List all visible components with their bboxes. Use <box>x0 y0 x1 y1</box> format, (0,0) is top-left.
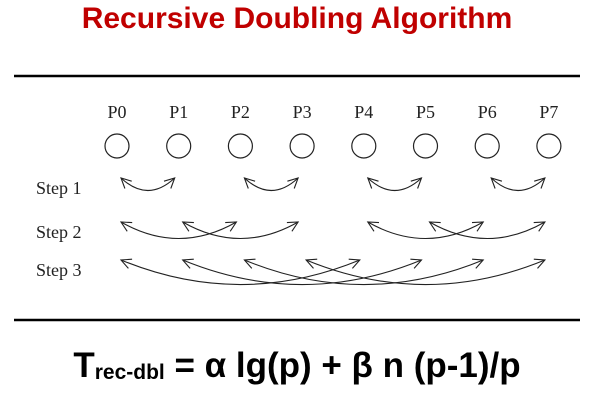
arrowhead <box>243 258 256 269</box>
processor-node <box>227 133 253 159</box>
step-label: Step 2 <box>36 222 82 242</box>
processor-label: P3 <box>293 102 312 122</box>
slide-title: Recursive Doubling Algorithm <box>81 2 513 35</box>
processor-label: P7 <box>539 102 558 122</box>
processor-node <box>474 133 500 159</box>
arrowhead <box>533 221 546 232</box>
arrowhead <box>471 221 485 232</box>
exchange-curve <box>490 177 546 191</box>
arrowhead <box>181 221 194 232</box>
exchange-curve <box>120 221 237 240</box>
arrowhead <box>348 258 361 269</box>
formula-main: T <box>73 346 95 385</box>
processor-label: P2 <box>231 102 250 122</box>
step-rows: Step 1 Step 2 Step 3 <box>36 178 82 280</box>
processor-label: P6 <box>478 102 497 122</box>
exchange-curve <box>182 221 299 240</box>
cost-formula: Trec-dbl = α lg(p) + β n (p-1)/p <box>0 346 594 386</box>
arrowhead <box>304 258 318 269</box>
processor-node <box>166 133 192 159</box>
exchange-curve <box>120 259 361 286</box>
step-label: Step 3 <box>36 260 82 280</box>
exchange-curve <box>244 259 484 286</box>
exchange-arrows <box>119 177 547 286</box>
exchange-curve <box>244 177 299 191</box>
arrowhead <box>534 177 546 189</box>
arrowhead <box>490 177 503 189</box>
arrowhead <box>243 177 256 189</box>
arrowhead <box>533 258 547 269</box>
processor-row: P0 P1 P2 P3 P4 P5 P6 P7 <box>104 102 562 159</box>
arrowhead <box>428 221 441 232</box>
arrowhead <box>286 221 300 232</box>
arrowhead <box>472 258 485 269</box>
processor-node <box>104 133 130 159</box>
arrowhead <box>287 177 299 189</box>
exchange-curve <box>429 221 546 240</box>
arrowhead <box>120 177 132 189</box>
arrowhead <box>163 177 176 189</box>
processor-node <box>289 133 315 159</box>
arrowhead <box>181 258 194 269</box>
exchange-curve <box>120 177 176 191</box>
arrowhead <box>225 221 238 232</box>
formula-rhs: = α lg(p) + β n (p-1)/p <box>164 346 521 385</box>
exchange-curve <box>305 259 546 286</box>
exchange-curve <box>182 259 422 286</box>
processor-node <box>351 133 377 159</box>
formula-subscript: rec-dbl <box>94 361 165 384</box>
arrowhead <box>119 221 133 232</box>
processor-label: P1 <box>169 102 188 122</box>
arrowhead <box>410 177 423 189</box>
arrowhead <box>366 177 379 189</box>
processor-node <box>536 133 562 159</box>
arrowhead <box>119 258 133 269</box>
arrowhead <box>410 258 423 269</box>
exchange-curve <box>367 177 422 191</box>
step-label: Step 1 <box>36 178 82 198</box>
processor-label: P4 <box>354 102 373 122</box>
processor-node <box>412 133 439 159</box>
arrowhead <box>366 221 380 232</box>
processor-label: P0 <box>107 102 126 122</box>
exchange-curve <box>367 221 484 240</box>
processor-label: P5 <box>416 102 435 122</box>
